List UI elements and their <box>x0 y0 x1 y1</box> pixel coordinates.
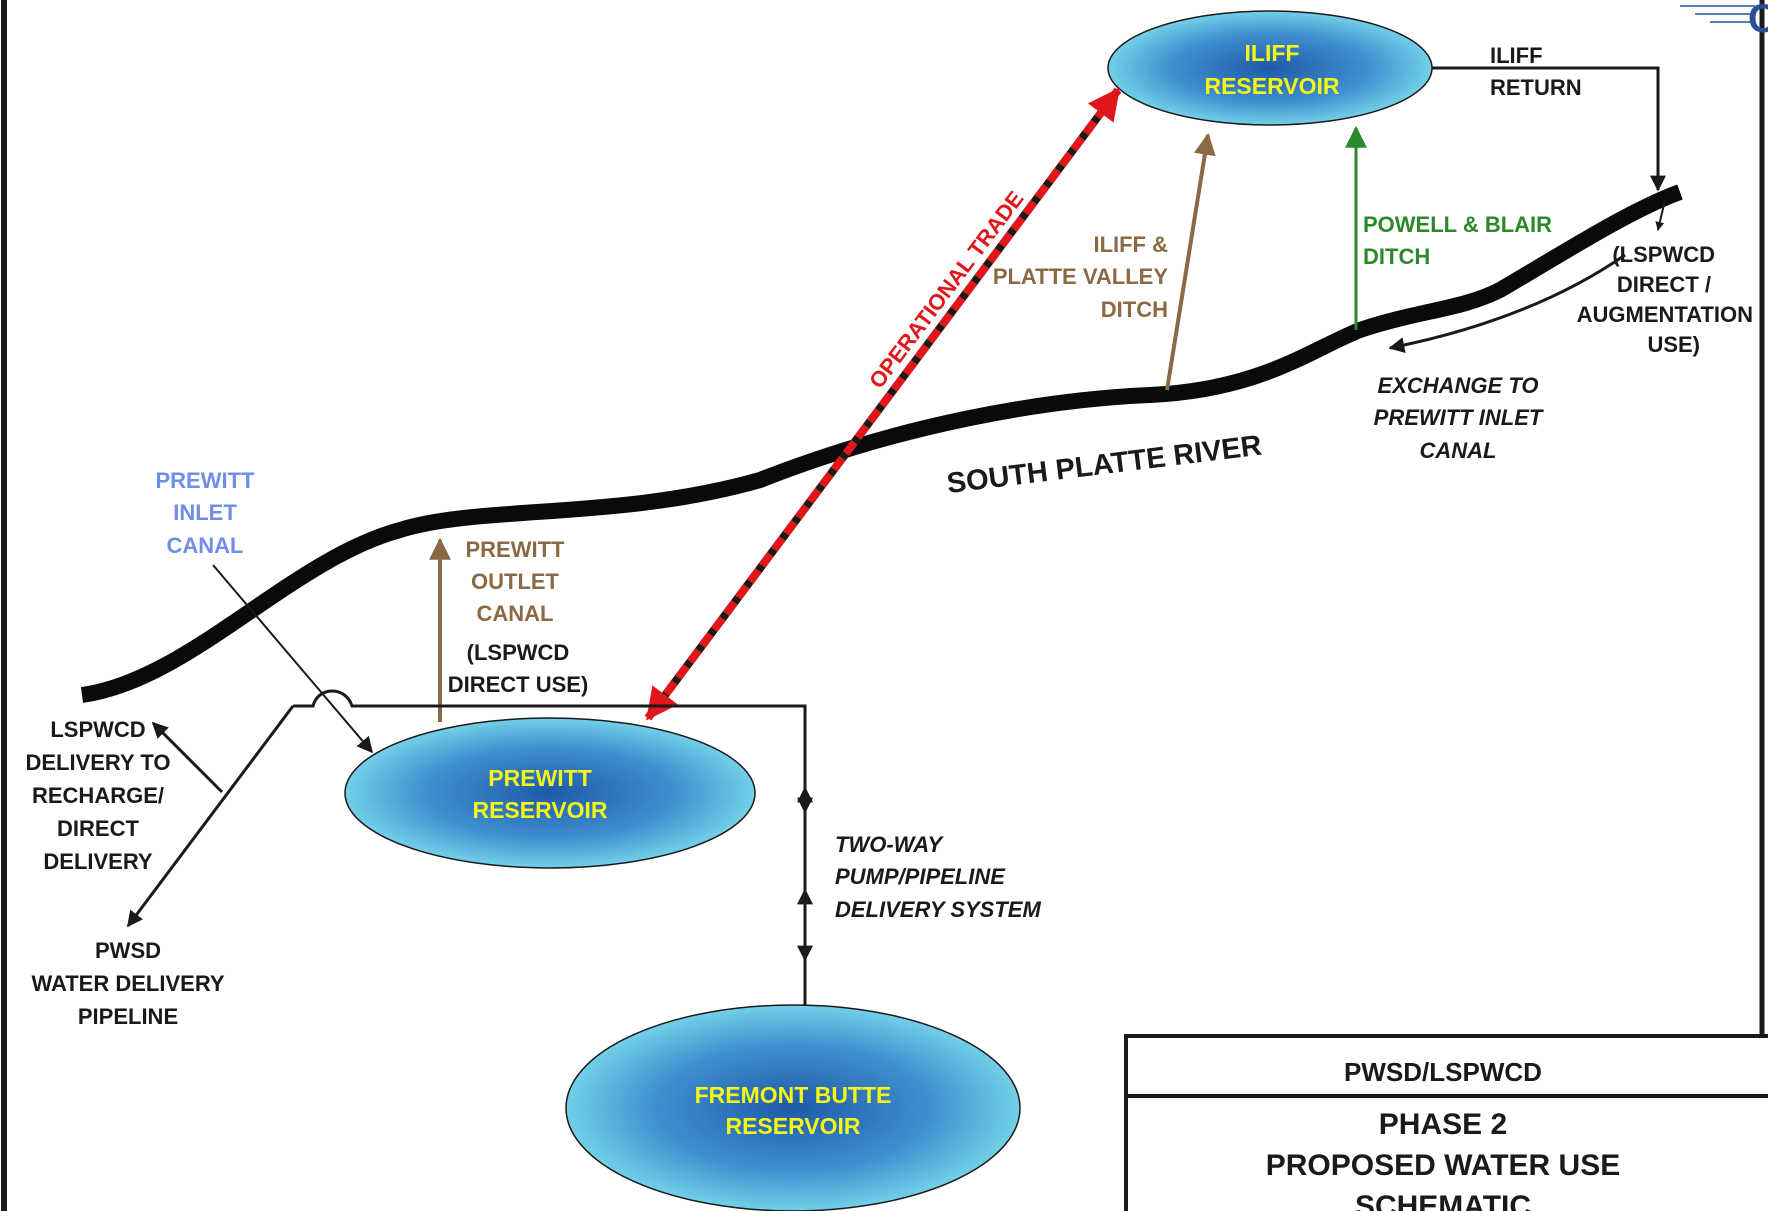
fremont-reservoir-line2: RESERVOIR <box>725 1113 860 1139</box>
iliff-reservoir-line2: RESERVOIR <box>1204 73 1339 99</box>
title-block-line1: PHASE 2 <box>1379 1108 1507 1141</box>
svg-text:PREWITT: PREWITT <box>466 537 566 562</box>
iliff-platte-label: ILIFF & PLATTE VALLEY DITCH <box>993 232 1169 322</box>
operational-trade-label: OPERATIONAL TRADE <box>864 186 1028 393</box>
title-block-line3: SCHEMATIC <box>1355 1190 1531 1211</box>
iliff-return-arrow <box>1432 66 1666 192</box>
svg-text:USE): USE) <box>1647 332 1700 357</box>
iliff-return-label: ILIFF RETURN <box>1490 43 1582 100</box>
svg-text:AUGMENTATION: AUGMENTATION <box>1577 302 1753 327</box>
prewitt-inlet-canal-arrow <box>212 564 374 754</box>
two-way-label: TWO-WAY PUMP/PIPELINE DELIVERY SYSTEM <box>835 832 1041 922</box>
title-block: PWSD/LSPWCD PHASE 2 PROPOSED WATER USE S… <box>1124 1034 1768 1211</box>
svg-text:PREWITT: PREWITT <box>156 468 256 493</box>
svg-text:DELIVERY: DELIVERY <box>43 849 153 874</box>
river-label: SOUTH PLATTE RIVER <box>945 430 1263 500</box>
title-block-line2: PROPOSED WATER USE <box>1266 1149 1621 1182</box>
augmentation-tick <box>1655 199 1666 231</box>
svg-text:(LSPWCD: (LSPWCD <box>1612 242 1715 267</box>
svg-text:CANAL: CANAL <box>477 601 554 626</box>
logo-text: C <box>1748 0 1768 41</box>
iliff-reservoir: ILIFF RESERVOIR <box>1107 10 1433 126</box>
svg-text:TWO-WAY: TWO-WAY <box>835 832 944 857</box>
lspwcd-delivery-arrow <box>151 721 224 794</box>
prewitt-reservoir: PREWITT RESERVOIR <box>344 717 756 869</box>
svg-text:LSPWCD: LSPWCD <box>50 717 145 742</box>
svg-text:DIRECT USE): DIRECT USE) <box>448 672 589 697</box>
prewitt-reservoir-line1: PREWITT <box>488 765 592 791</box>
svg-text:OUTLET: OUTLET <box>471 569 560 594</box>
svg-text:INLET: INLET <box>173 500 237 525</box>
svg-text:CANAL: CANAL <box>1420 438 1497 463</box>
prewitt-reservoir-line2: RESERVOIR <box>472 797 607 823</box>
svg-text:DELIVERY TO: DELIVERY TO <box>25 750 170 775</box>
svg-text:PLATTE VALLEY: PLATTE VALLEY <box>993 264 1169 289</box>
fremont-reservoir-line1: FREMONT BUTTE <box>695 1082 892 1108</box>
operational-trade-arrow <box>644 87 1122 721</box>
svg-text:WATER DELIVERY: WATER DELIVERY <box>31 971 224 996</box>
svg-text:CANAL: CANAL <box>167 533 244 558</box>
svg-text:ILIFF &: ILIFF & <box>1093 232 1168 257</box>
pwsd-pipeline-label: PWSD WATER DELIVERY PIPELINE <box>31 938 224 1029</box>
fremont-butte-reservoir: FREMONT BUTTE RESERVOIR <box>565 1004 1021 1211</box>
svg-text:DITCH: DITCH <box>1363 244 1430 269</box>
svg-text:PIPELINE: PIPELINE <box>78 1004 178 1029</box>
lspwcd-augmentation-label: (LSPWCD DIRECT / AUGMENTATION USE) <box>1577 242 1753 357</box>
svg-text:DIRECT: DIRECT <box>57 816 139 841</box>
svg-text:ILIFF: ILIFF <box>1490 43 1543 68</box>
logo: C <box>1680 0 1768 41</box>
powell-blair-label: POWELL & BLAIR DITCH <box>1363 212 1552 269</box>
prewitt-outlet-label: PREWITT OUTLET CANAL <box>466 537 566 626</box>
svg-text:POWELL & BLAIR: POWELL & BLAIR <box>1363 212 1552 237</box>
svg-text:DIRECT /: DIRECT / <box>1617 272 1711 297</box>
svg-text:PWSD: PWSD <box>95 938 161 963</box>
svg-text:DITCH: DITCH <box>1101 297 1168 322</box>
iliff-reservoir-line1: ILIFF <box>1245 40 1300 66</box>
lspwcd-direct-use-label: (LSPWCD DIRECT USE) <box>448 640 589 697</box>
title-block-header: PWSD/LSPWCD <box>1344 1057 1542 1087</box>
pipeline-top-line <box>293 689 807 1006</box>
pwsd-delivery-arrow <box>126 705 295 928</box>
svg-text:PUMP/PIPELINE: PUMP/PIPELINE <box>835 864 1006 889</box>
lspwcd-delivery-label: LSPWCD DELIVERY TO RECHARGE/ DIRECT DELI… <box>25 717 170 874</box>
exchange-label: EXCHANGE TO PREWITT INLET CANAL <box>1374 373 1544 463</box>
prewitt-inlet-label: PREWITT INLET CANAL <box>156 468 256 558</box>
svg-text:RECHARGE/: RECHARGE/ <box>32 783 164 808</box>
svg-text:(LSPWCD: (LSPWCD <box>467 640 570 665</box>
svg-text:DELIVERY SYSTEM: DELIVERY SYSTEM <box>835 897 1041 922</box>
svg-text:EXCHANGE TO: EXCHANGE TO <box>1378 373 1539 398</box>
iliff-platte-ditch-arrow <box>1165 132 1216 391</box>
svg-text:RETURN: RETURN <box>1490 75 1582 100</box>
exchange-arrow <box>1388 253 1626 354</box>
svg-text:PREWITT INLET: PREWITT INLET <box>1374 405 1544 430</box>
